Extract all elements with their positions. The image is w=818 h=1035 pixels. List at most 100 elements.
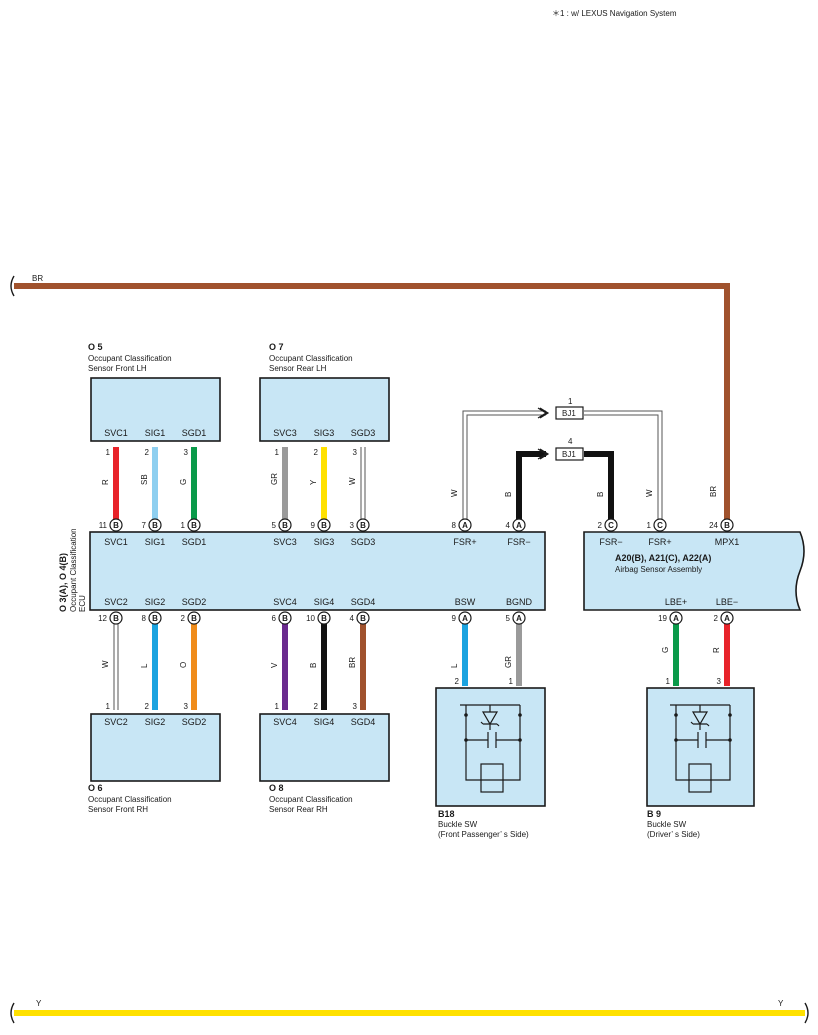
pin-label: LBE−: [716, 597, 738, 607]
pin-label: FSR+: [648, 537, 671, 547]
pin-number: 5: [506, 614, 511, 623]
pin-number: 3: [353, 702, 358, 711]
connector-pin: [148, 518, 162, 532]
pin-label: FSR+: [453, 537, 476, 547]
connector-pin: [512, 611, 526, 625]
wire-color-label: SB: [140, 474, 149, 485]
pin-label: SIG4: [314, 597, 335, 607]
pin-number: 1: [666, 677, 671, 686]
connector-letter: A: [724, 614, 730, 623]
connector-pin: [187, 518, 201, 532]
connector-pin: [512, 518, 526, 532]
pin-number: 1: [181, 521, 186, 530]
fsr-plus-wire: [463, 411, 662, 520]
connector-letter: B: [191, 521, 197, 530]
bj1-arrow-bottom: [537, 448, 550, 460]
connector-pin: [109, 518, 123, 532]
sensor-o6-box: [90, 713, 221, 782]
sensor-o7-code: O 7: [269, 342, 284, 352]
pin-number: 2: [455, 677, 460, 686]
pin-number: 1: [509, 677, 514, 686]
ecu-name-2: ECU: [78, 595, 87, 612]
bj1-junction-top: [555, 406, 584, 420]
connector-letter: A: [673, 614, 679, 623]
airbag-sensor-box: [583, 531, 805, 611]
pin-label: SVC2: [104, 597, 128, 607]
ecu-code: O 3(A), O 4(B): [58, 553, 68, 612]
pin-label: SIG1: [145, 428, 166, 438]
wire-color-label: G: [661, 647, 670, 653]
pin-label: BGND: [506, 597, 533, 607]
pin-label: SIG3: [314, 537, 335, 547]
wire-color-label: G: [179, 479, 188, 485]
wire-break-right-bottom: [804, 1002, 809, 1024]
connector-pin: [458, 611, 472, 625]
pin-label: SGD1: [182, 428, 207, 438]
ecu-name: Occupant Classification: [69, 528, 78, 612]
connector-letter: B: [724, 521, 730, 530]
pin-label: SGD2: [182, 597, 207, 607]
connector-pin: [317, 611, 331, 625]
connector-letter: A: [516, 614, 522, 623]
pin-number: 3: [184, 702, 189, 711]
pin-label: SGD3: [351, 537, 376, 547]
buckle-b9-junctions: [674, 713, 732, 742]
pin-number: 4: [350, 614, 355, 623]
connector-pin: [720, 518, 734, 532]
pin-number: 3: [717, 677, 722, 686]
pin-number: 2: [181, 614, 186, 623]
pin-number: 1: [275, 448, 280, 457]
airbag-code: A20(B), A21(C), A22(A): [615, 553, 711, 563]
sensor-o5-code: O 5: [88, 342, 103, 352]
wire-color-label: GR: [504, 656, 513, 668]
pin-number: 5: [272, 521, 277, 530]
pin-number: 4: [506, 521, 511, 530]
bj1-top-num: 1: [568, 397, 573, 406]
connector-letter: A: [462, 614, 468, 623]
wire-color-label: R: [712, 647, 721, 653]
buckle-b18-name-2: (Front Passenger’ s Side): [438, 830, 529, 839]
sensor-o5-name-2: Sensor Front LH: [88, 364, 147, 373]
legend-note: ＊1 : w/ LEXUS Navigation System: [552, 9, 677, 18]
pin-number: 1: [275, 702, 280, 711]
sensor-o5-name: Occupant Classification: [88, 354, 172, 363]
connector-letter: B: [321, 614, 327, 623]
pin-number: 7: [142, 521, 147, 530]
pin-label: FSR−: [599, 537, 622, 547]
connector-pin: [317, 518, 331, 532]
pin-number: 1: [106, 448, 111, 457]
sensor-o7-name: Occupant Classification: [269, 354, 353, 363]
pin-label: SIG2: [145, 597, 166, 607]
pins-and-wires: B11SVC1RB7SIG1SBB1SGD1GB5SVC3GRB9SIG3YB3…: [98, 428, 739, 727]
sensor-o8-name-2: Sensor Rear RH: [269, 805, 328, 814]
buckle-b18-name: Buckle SW: [438, 820, 478, 829]
pin-number: 9: [452, 614, 457, 623]
connector-pin: [669, 611, 683, 625]
y-wire-label-left: Y: [36, 999, 42, 1008]
connector-pin: [278, 518, 292, 532]
pin-label: LBE+: [665, 597, 687, 607]
pin-number: 8: [142, 614, 147, 623]
pin-label: SVC3: [273, 537, 297, 547]
sensor-o5-box: [90, 377, 221, 442]
pin-number: 8: [452, 521, 457, 530]
pin-label: SVC4: [273, 597, 297, 607]
wire-color-label: BR: [348, 657, 357, 668]
pin-label: MPX1: [715, 537, 740, 547]
sensor-o7-box: [259, 377, 390, 442]
bj1-junction-bottom: [555, 447, 584, 461]
pin-number: 2: [145, 702, 150, 711]
pin-number: 1: [647, 521, 652, 530]
pin-number: 2: [314, 448, 319, 457]
pin-number: 19: [658, 614, 667, 623]
connector-letter: B: [191, 614, 197, 623]
ecu-box: [89, 531, 546, 611]
pin-number: 3: [184, 448, 189, 457]
br-wire-top: [14, 283, 730, 520]
wire-color-label: W: [348, 477, 357, 485]
connector-letter: C: [608, 521, 614, 530]
pin-number: 2: [598, 521, 603, 530]
buckle-b9-name: Buckle SW: [647, 820, 687, 829]
pin-number: 11: [99, 521, 108, 530]
